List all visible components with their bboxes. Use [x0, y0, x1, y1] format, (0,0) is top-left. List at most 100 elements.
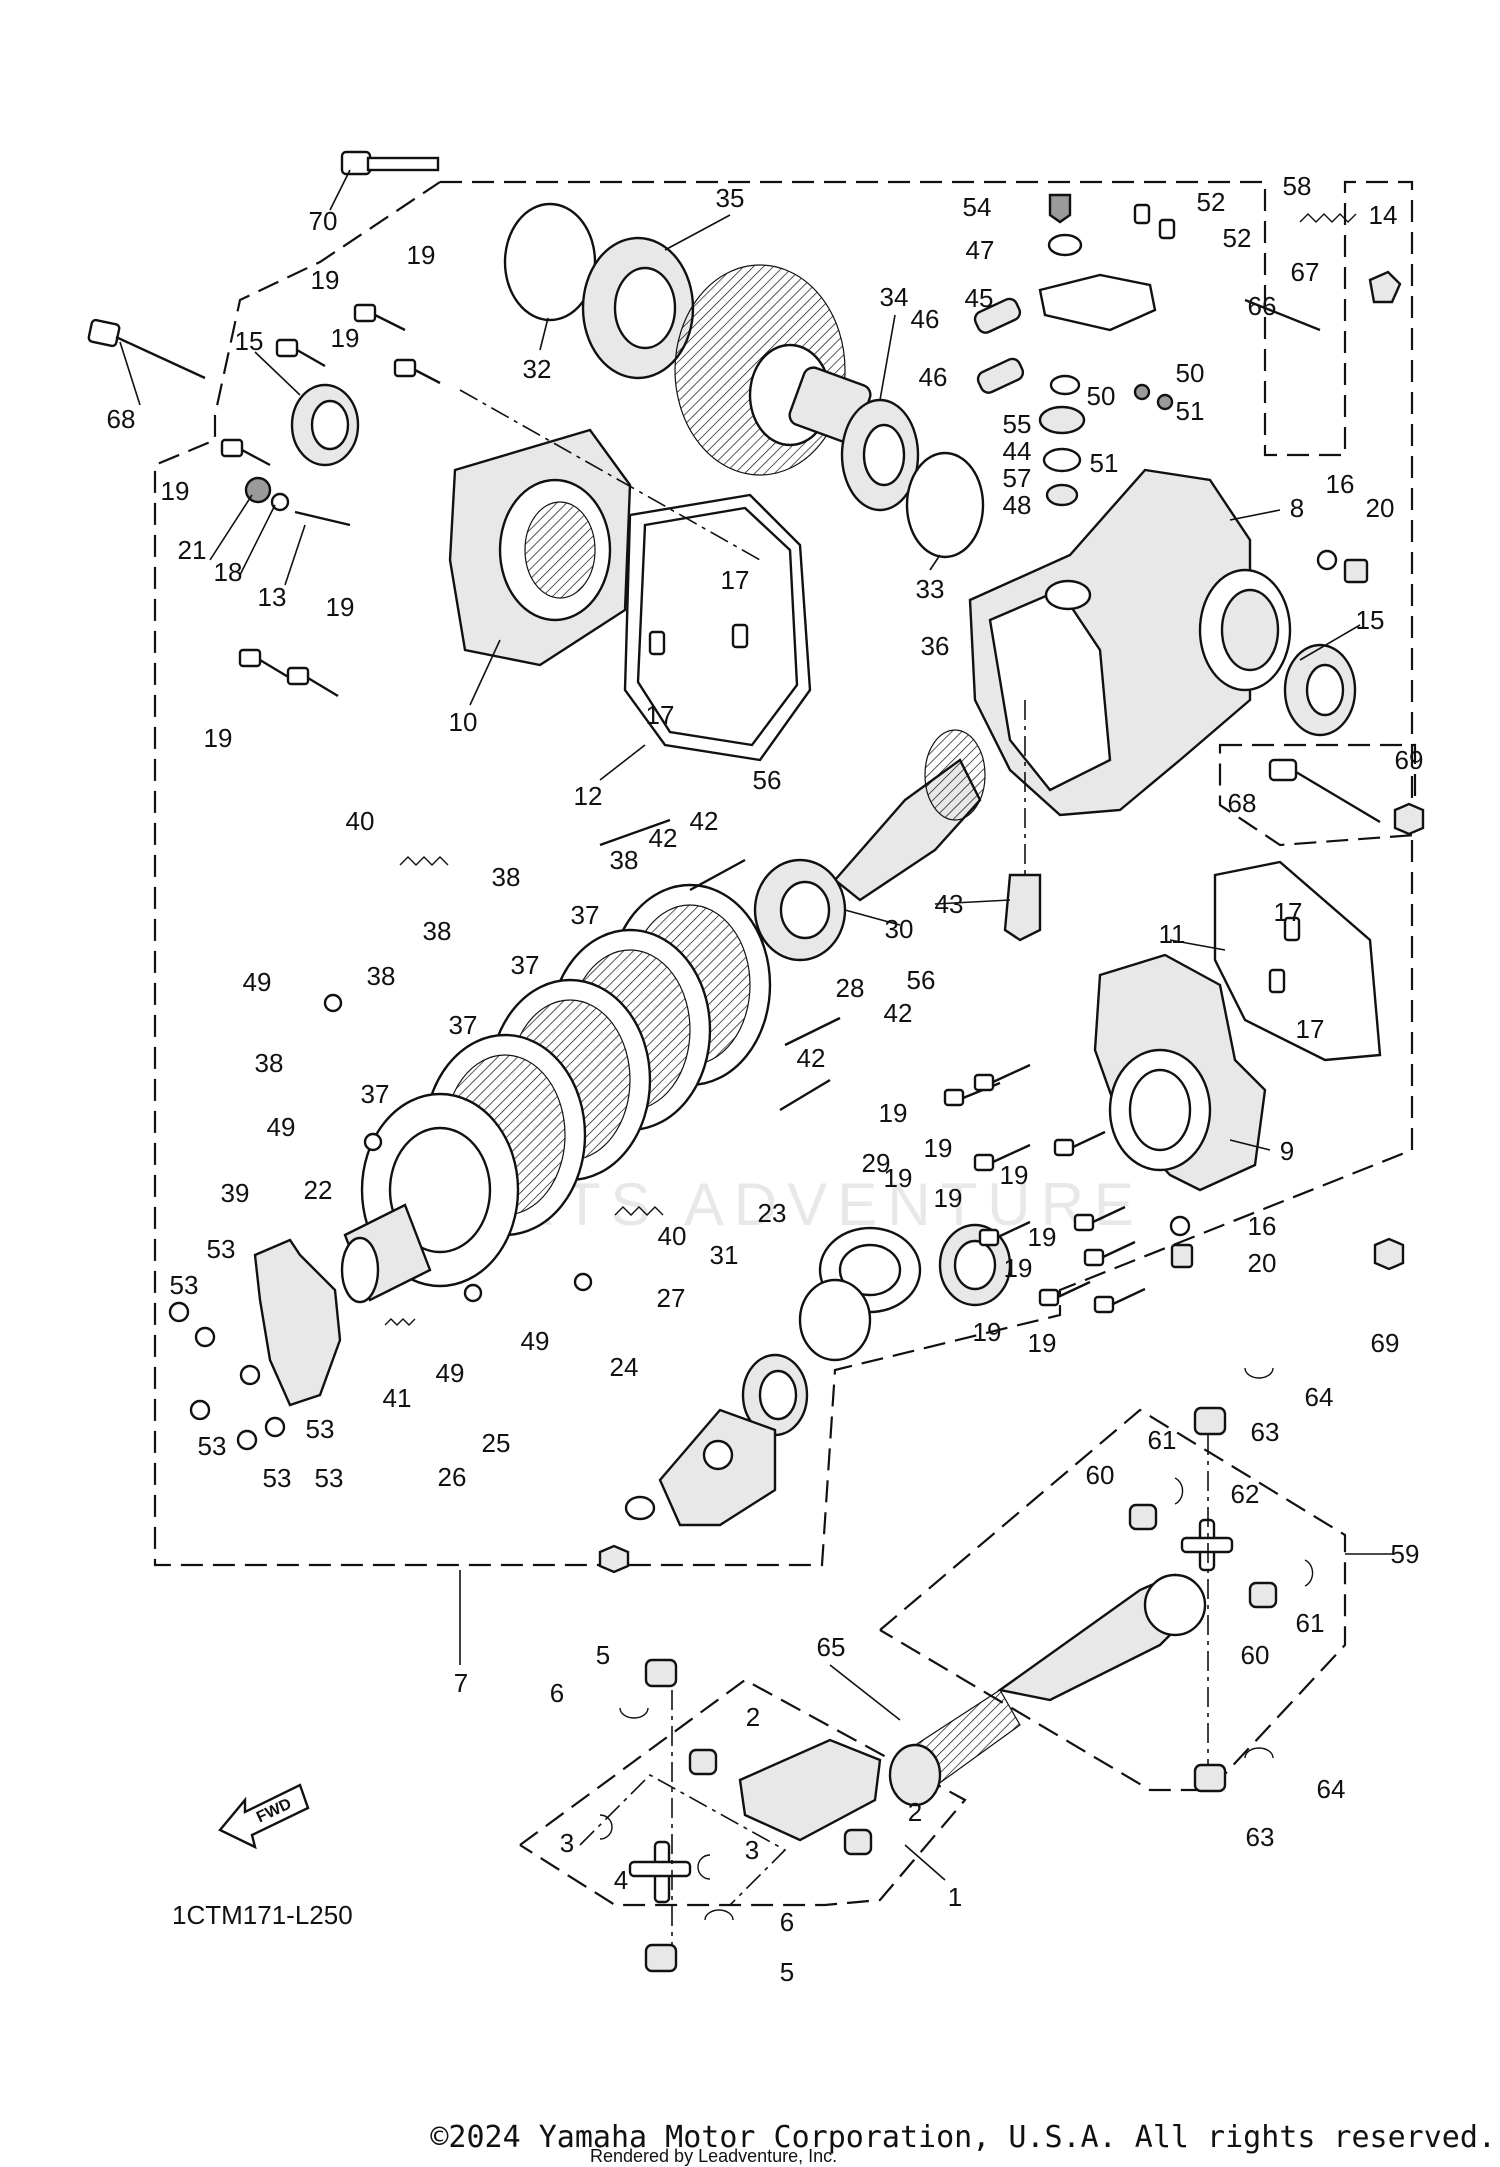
callout-label: 30 — [885, 914, 914, 944]
callout-label: 36 — [921, 631, 950, 661]
bolt-70 — [340, 150, 440, 176]
callout-label: 18 — [214, 557, 243, 587]
callout-label: 5 — [780, 1957, 794, 1987]
callout-label: 28 — [836, 973, 865, 1003]
callout-label: 13 — [258, 582, 287, 612]
callout-label: 3 — [745, 1835, 759, 1865]
callout-label: 54 — [963, 192, 992, 222]
callout-label: 37 — [511, 950, 540, 980]
callout-label: 24 — [610, 1352, 639, 1382]
callout-label: 60 — [1241, 1640, 1270, 1670]
callout-label: 57 — [1003, 463, 1032, 493]
callout-label: 19 — [407, 240, 436, 270]
callout-label: 40 — [346, 806, 375, 836]
callout-label: 19 — [879, 1098, 908, 1128]
callout-label: 8 — [1290, 493, 1304, 523]
callout-label: 49 — [436, 1358, 465, 1388]
callout-label: 47 — [966, 235, 995, 265]
callout-label: 40 — [658, 1221, 687, 1251]
callout-label: 38 — [255, 1048, 284, 1078]
copyright-notice: ©2024 Yamaha Motor Corporation, U.S.A. A… — [0, 2120, 1500, 2155]
callout-label: 50 — [1176, 358, 1205, 388]
callout-label: 12 — [574, 781, 603, 811]
callout-label: 59 — [1391, 1539, 1420, 1569]
callout-label: 55 — [1003, 409, 1032, 439]
callout-label: 37 — [361, 1079, 390, 1109]
callout-label: 69 — [1371, 1328, 1400, 1358]
callout-label: 15 — [235, 326, 264, 356]
callout-label: 20 — [1248, 1248, 1277, 1278]
callout-label: 11 — [1159, 919, 1186, 949]
callout-label: 49 — [243, 967, 272, 997]
parts-drawing: FWD — [87, 150, 1425, 1973]
callout-label: 56 — [907, 965, 936, 995]
callout-label: 53 — [306, 1414, 335, 1444]
callout-label: 52 — [1223, 223, 1252, 253]
callout-label: 66 — [1248, 291, 1277, 321]
callout-label: 62 — [1231, 1479, 1260, 1509]
callout-label: 38 — [492, 862, 521, 892]
callout-label: 49 — [267, 1112, 296, 1142]
callout-label: 42 — [649, 823, 678, 853]
callout-label: 46 — [911, 304, 940, 334]
callout-label: 53 — [198, 1431, 227, 1461]
callout-label: 3 — [560, 1828, 574, 1858]
callout-label: 21 — [178, 535, 207, 565]
callout-label: 19 — [331, 323, 360, 353]
rendered-by-credit: Rendered by Leadventure, Inc. — [590, 2146, 838, 2166]
leader-lines — [119, 169, 1395, 1945]
callout-label: 17 — [646, 700, 675, 730]
callout-label: 38 — [367, 961, 396, 991]
callout-label: 19 — [204, 723, 233, 753]
callout-label: 63 — [1246, 1822, 1275, 1852]
callout-label: 19 — [1000, 1160, 1029, 1190]
callout-label: 68 — [107, 404, 136, 434]
callout-label: 65 — [817, 1632, 846, 1662]
callout-label: 23 — [758, 1198, 787, 1228]
callout-label: 53 — [263, 1463, 292, 1493]
callout-label: 41 — [383, 1383, 412, 1413]
callout-label: 4 — [614, 1865, 628, 1895]
callout-label: 45 — [965, 283, 994, 313]
callout-label: 31 — [710, 1240, 739, 1270]
bolt-19-group-a — [220, 303, 441, 698]
callout-label: 49 — [521, 1326, 550, 1356]
callout-label: 69 — [1395, 745, 1424, 775]
callout-label: 51 — [1090, 448, 1119, 478]
callout-label: 44 — [1003, 436, 1032, 466]
diagram-code: 1CTM171-L250 — [172, 1900, 353, 1930]
callout-label: 56 — [753, 765, 782, 795]
callout-label: 14 — [1369, 200, 1398, 230]
callout-label: 6 — [780, 1907, 794, 1937]
callout-label: 9 — [1280, 1136, 1294, 1166]
callout-label: 15 — [1356, 605, 1385, 635]
callout-label: 17 — [1296, 1014, 1325, 1044]
callout-label: 20 — [1366, 493, 1395, 523]
clutch-pack — [360, 883, 772, 1288]
callout-label: 48 — [1003, 490, 1032, 520]
callout-label: 42 — [884, 998, 913, 1028]
callout-label: 50 — [1087, 381, 1116, 411]
callout-label: 19 — [326, 592, 355, 622]
callout-label: 46 — [919, 362, 948, 392]
callout-label: 42 — [690, 806, 719, 836]
callout-label: 38 — [423, 916, 452, 946]
callout-label: 63 — [1251, 1417, 1280, 1447]
callout-label: 52 — [1197, 187, 1226, 217]
callout-label: 17 — [1274, 897, 1303, 927]
bolt-19-group-b — [943, 1063, 1146, 1314]
callout-label: 53 — [207, 1234, 236, 1264]
callout-label: 32 — [523, 354, 552, 384]
callout-label: 64 — [1317, 1774, 1346, 1804]
callout-label: 64 — [1305, 1382, 1334, 1412]
callout-label: 10 — [449, 707, 478, 737]
callout-label: 37 — [571, 900, 600, 930]
callout-label: 34 — [880, 282, 909, 312]
bolt-68-left — [87, 318, 206, 380]
callout-label: 19 — [1028, 1328, 1057, 1358]
callout-label: 27 — [657, 1283, 686, 1313]
callout-label: 19 — [884, 1163, 913, 1193]
callout-label: 67 — [1291, 257, 1320, 287]
